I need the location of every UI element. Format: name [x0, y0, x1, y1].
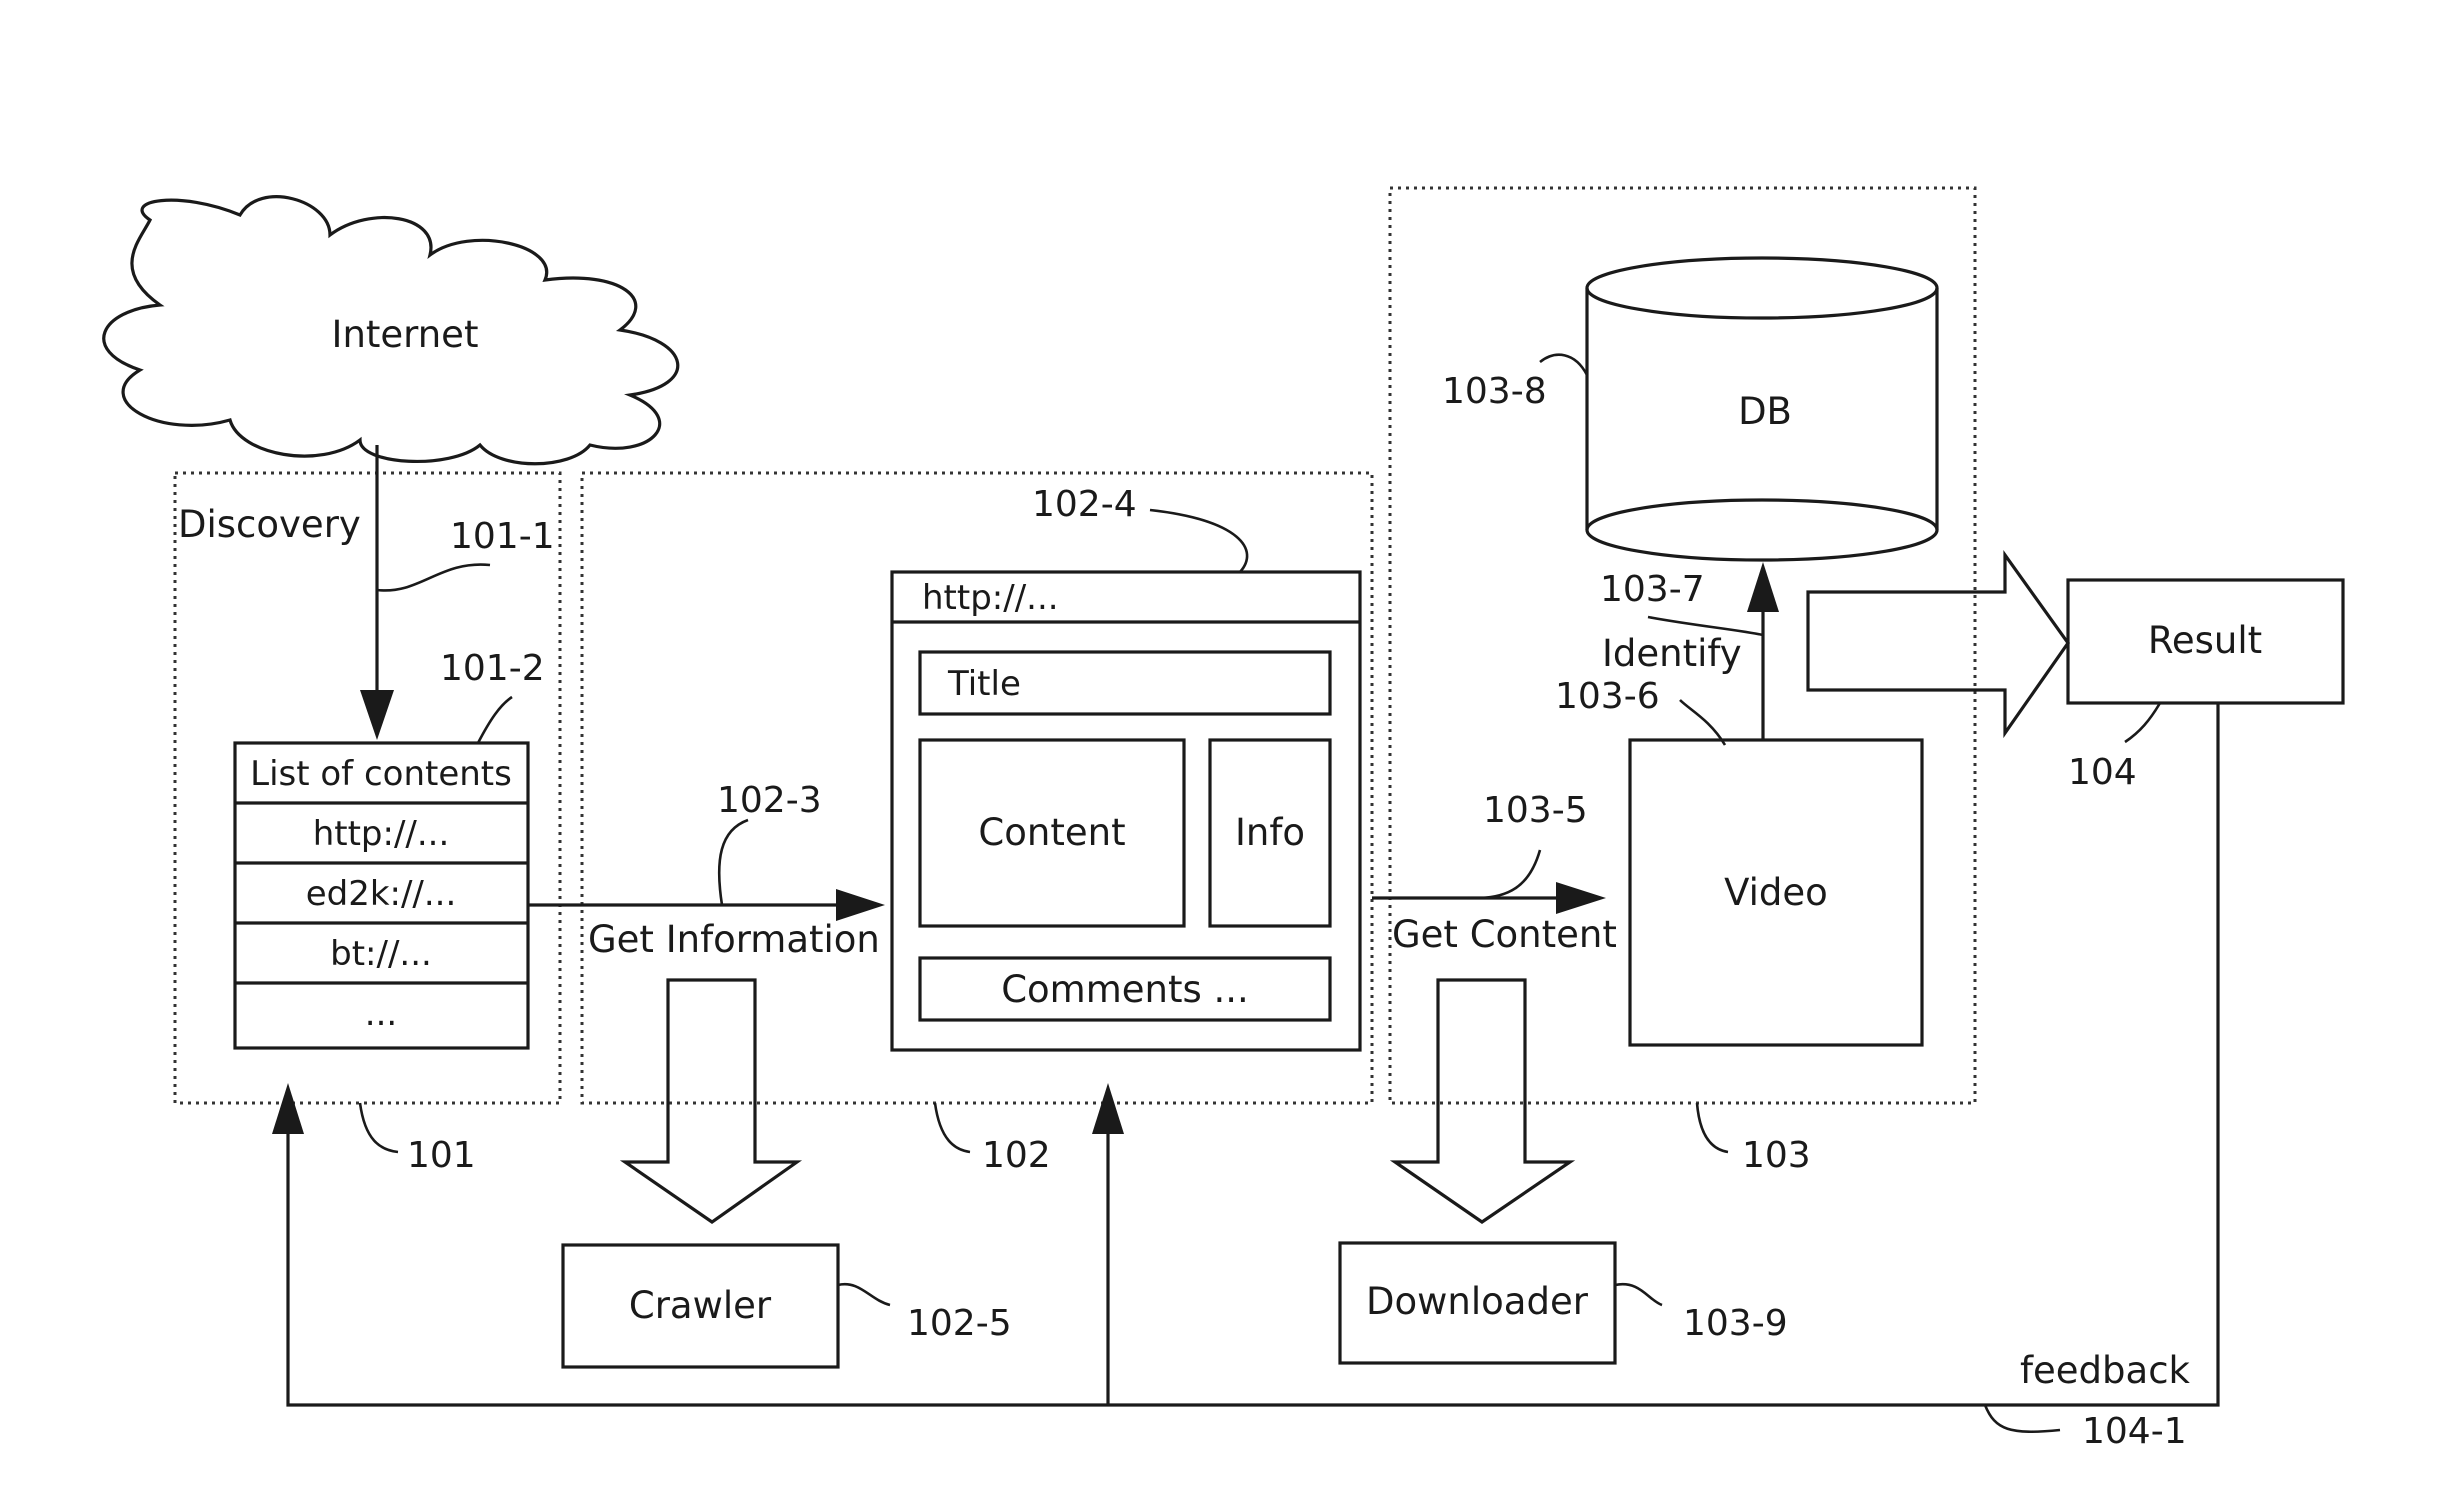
get-information-label: Get Information [588, 918, 880, 961]
lead-102-4 [1150, 510, 1247, 572]
lead-101-1 [377, 565, 490, 591]
ref-101-2: 101-2 [440, 648, 545, 689]
get-content-arrowhead [1556, 882, 1606, 914]
downloader-hollow-arrow [1395, 980, 1570, 1222]
feedback-loop-line [288, 703, 2218, 1405]
lead-102-3 [719, 820, 748, 905]
lead-103-8 [1540, 355, 1587, 375]
db-label: DB [1738, 390, 1792, 433]
feedback-label: feedback [2020, 1349, 2191, 1392]
list-title: List of contents [250, 754, 512, 794]
webpage-url: http://... [922, 578, 1059, 618]
list-item: ed2k://... [306, 874, 457, 914]
crawler-label: Crawler [629, 1284, 772, 1327]
ref-102-5: 102-5 [907, 1303, 1012, 1344]
lead-103 [1697, 1103, 1728, 1152]
ref-104-1: 104-1 [2082, 1411, 2187, 1452]
result-hollow-arrow [1808, 555, 2068, 733]
ref-103: 103 [1742, 1135, 1811, 1176]
list-item: http://... [313, 814, 450, 854]
lead-103-6 [1680, 700, 1725, 745]
result-label: Result [2148, 619, 2262, 662]
ref-101: 101 [407, 1135, 476, 1176]
get-information-arrowhead [836, 889, 885, 921]
video-label: Video [1724, 871, 1828, 914]
ref-103-8: 103-8 [1442, 371, 1547, 412]
discovery-label: Discovery [178, 503, 361, 546]
lead-101-2 [478, 697, 512, 743]
ref-102-3: 102-3 [717, 780, 822, 821]
ref-101-1: 101-1 [450, 516, 555, 557]
webpage-title: Title [947, 664, 1021, 704]
internet-to-list-arrowhead [360, 690, 394, 740]
db-cylinder-top [1587, 258, 1937, 318]
ref-103-7: 103-7 [1600, 569, 1705, 610]
lead-103-9 [1615, 1284, 1662, 1305]
ref-103-5: 103-5 [1483, 790, 1588, 831]
downloader-label: Downloader [1366, 1280, 1589, 1323]
ref-103-9: 103-9 [1683, 1303, 1788, 1344]
webpage-info: Info [1235, 811, 1305, 854]
lead-103-5 [1468, 850, 1540, 898]
list-item: bt://... [330, 934, 432, 974]
ref-103-6: 103-6 [1555, 676, 1660, 717]
db-cylinder-bottom-back [1587, 500, 1937, 530]
information-stage-box [582, 473, 1372, 1103]
webpage-content: Content [978, 811, 1125, 854]
identify-arrowhead [1747, 562, 1779, 612]
lead-102 [935, 1103, 970, 1152]
lead-104 [2125, 703, 2160, 742]
feedback-to-discovery-arrowhead [272, 1083, 304, 1134]
webpage-comments: Comments ... [1001, 968, 1249, 1011]
ref-102: 102 [982, 1135, 1051, 1176]
ref-104: 104 [2068, 752, 2137, 793]
get-content-label: Get Content [1392, 913, 1617, 956]
lead-104-1 [1985, 1405, 2060, 1432]
list-item: ... [365, 994, 397, 1034]
identify-label: Identify [1602, 632, 1742, 675]
crawler-hollow-arrow [625, 980, 797, 1222]
ref-102-4: 102-4 [1032, 484, 1137, 525]
lead-102-5 [838, 1284, 890, 1305]
internet-label: Internet [332, 313, 479, 356]
lead-101 [360, 1103, 398, 1152]
feedback-to-information-arrowhead [1092, 1083, 1124, 1134]
